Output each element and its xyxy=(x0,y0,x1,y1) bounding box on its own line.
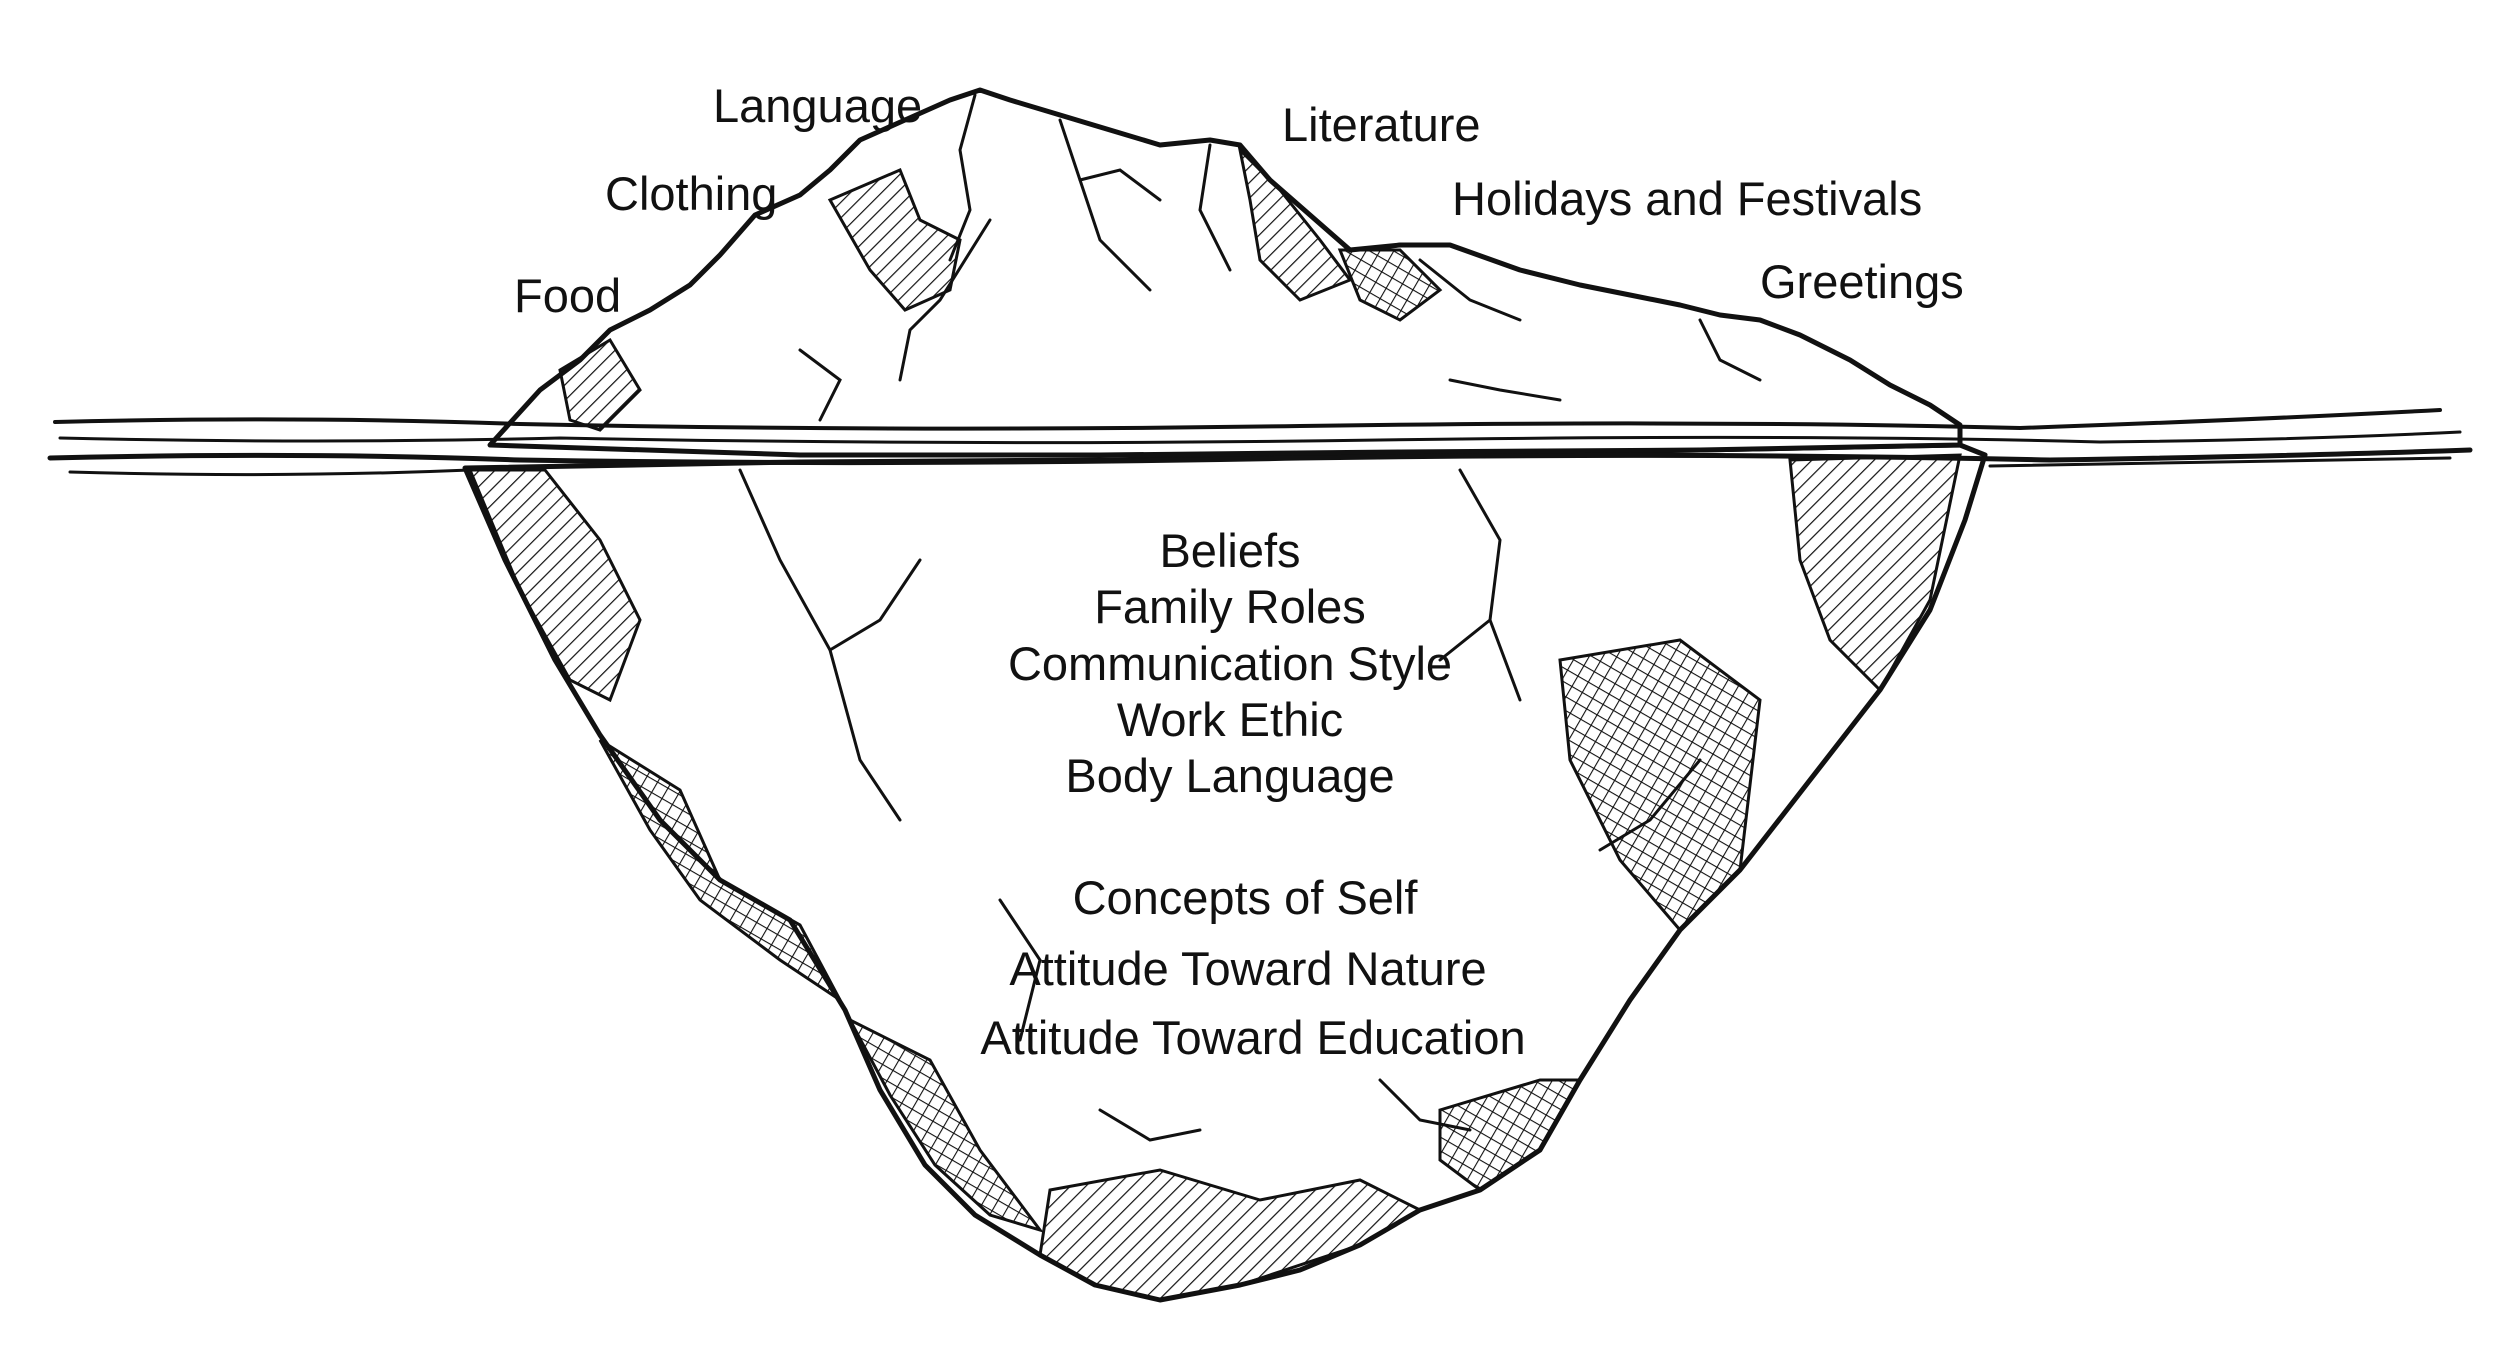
shade-right-mid xyxy=(1558,638,1762,933)
label-concepts-of-self: Concepts of Self xyxy=(1072,871,1418,924)
underwater-crack-lines xyxy=(738,468,1702,1142)
label-clothing: Clothing xyxy=(605,167,778,220)
label-language: Language xyxy=(713,79,923,132)
shade-left-upper xyxy=(467,468,642,703)
shade-right-lower xyxy=(1438,1078,1583,1192)
shade-left-mid xyxy=(598,738,842,1002)
shade-peak-right xyxy=(1337,248,1443,322)
label-work-ethic: Work Ethic xyxy=(1116,693,1344,746)
label-beliefs: Beliefs xyxy=(1159,524,1301,577)
label-greetings: Greetings xyxy=(1760,255,1964,308)
shade-left-lower xyxy=(846,1016,1044,1233)
label-body-language: Body Language xyxy=(1065,749,1395,802)
shade-right-upper xyxy=(1788,453,1962,693)
shade-peak-left xyxy=(827,168,962,312)
label-holidays: Holidays and Festivals xyxy=(1452,172,1923,225)
shade-shoulder-left xyxy=(558,337,642,432)
label-attitude-nature: Attitude Toward Nature xyxy=(1009,942,1487,995)
label-food: Food xyxy=(514,269,622,322)
label-literature: Literature xyxy=(1282,98,1481,151)
label-communication-style: Communication Style xyxy=(1007,637,1453,690)
label-attitude-education: Attitude Toward Education xyxy=(980,1011,1526,1064)
shade-bottom xyxy=(1038,1168,1424,1302)
label-family-roles: Family Roles xyxy=(1094,580,1366,633)
peak-crack-lines xyxy=(798,93,1762,422)
iceberg-above-water xyxy=(487,87,1963,458)
shade-peak-center xyxy=(1237,145,1353,302)
water-line xyxy=(47,408,2473,477)
